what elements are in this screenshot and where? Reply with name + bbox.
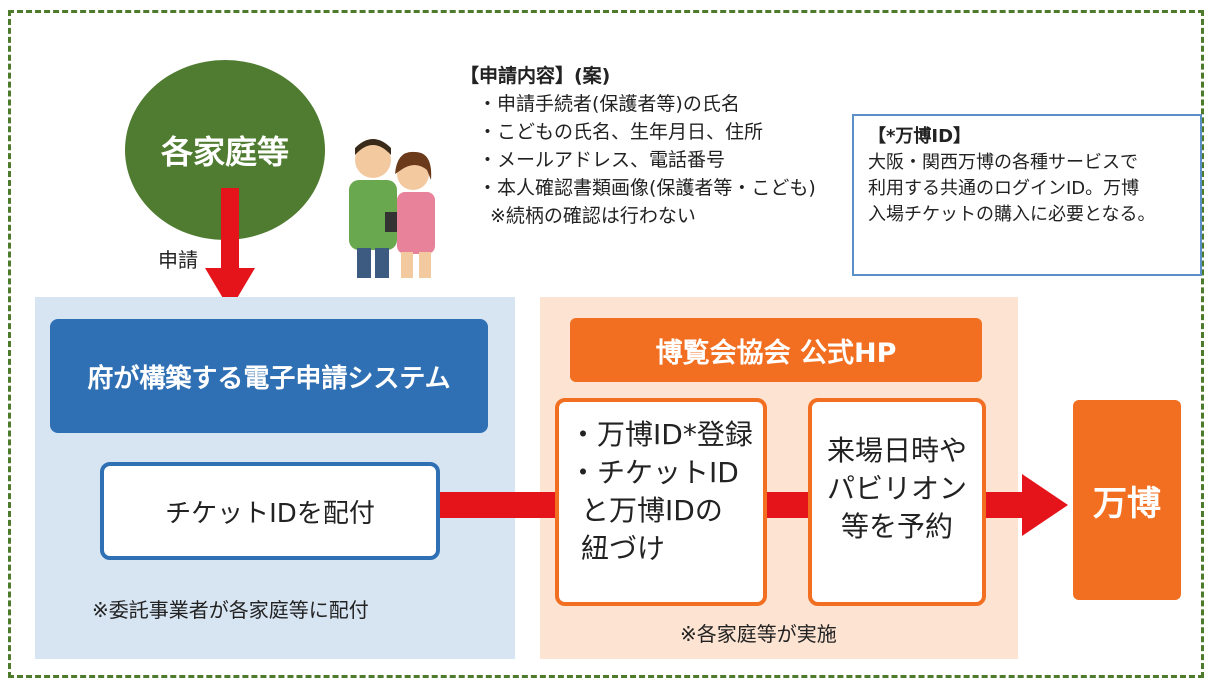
expo-id-info-box: 【*万博ID】 大阪・関西万博の各種サービスで 利用する共通のログインID。万博… — [852, 114, 1202, 276]
prefecture-system-title-text: 府が構築する電子申請システム — [87, 363, 451, 394]
application-note: ※続柄の確認は行わない — [490, 205, 696, 227]
expo-id-line: 大阪・関西万博の各種サービスで — [868, 152, 1138, 173]
flow-arrow-segment — [767, 492, 808, 518]
reservation-line: パビリオン — [826, 472, 967, 505]
association-title: 博覧会協会 公式HP — [570, 318, 982, 382]
reservation-box: 来場日時や パビリオン 等を予約 — [808, 398, 986, 606]
flow-arrow-segment — [440, 492, 555, 518]
dashed-frame — [8, 10, 1204, 678]
application-content: 【申請内容】(案) ・申請手続者(保護者等)の氏名 ・こどもの氏名、生年月日、住… — [460, 62, 816, 230]
household-label: 各家庭等 — [160, 133, 289, 171]
application-item: ・こどもの氏名、生年月日、住所 — [478, 121, 764, 143]
prefecture-system-title: 府が構築する電子申請システム — [50, 319, 488, 433]
ticket-id-box: チケットIDを配付 — [100, 462, 440, 560]
expo-label: 万博 — [1093, 483, 1161, 524]
expo-id-line: 利用する共通のログインID。万博 — [868, 178, 1140, 199]
registration-line: 紐づけ — [581, 532, 666, 565]
registration-line: ・チケットID — [569, 456, 739, 489]
flow-arrow-segment — [986, 492, 1024, 518]
application-content-heading: 【申請内容】(案) — [460, 65, 611, 87]
registration-box: ・万博ID*登録 ・チケットID と万博IDの 紐づけ — [555, 398, 767, 606]
implementation-note: ※各家庭等が実施 — [680, 622, 837, 646]
application-item: ・申請手続者(保護者等)の氏名 — [478, 93, 740, 115]
application-item: ・本人確認書類画像(保護者等・こども) — [478, 177, 816, 199]
ticket-id-text: チケットIDを配付 — [165, 498, 375, 529]
expo-box: 万博 — [1073, 400, 1181, 600]
reservation-line: 来場日時や — [826, 434, 967, 467]
apply-arrow-shaft — [221, 188, 239, 270]
expo-id-title: 【*万博ID】 — [868, 126, 972, 147]
registration-line: と万博IDの — [581, 494, 723, 527]
application-item: ・メールアドレス、電話番号 — [478, 149, 726, 171]
expo-id-line: 入場チケットの購入に必要となる。 — [868, 204, 1156, 225]
association-title-text: 博覧会協会 公式HP — [655, 337, 897, 369]
reservation-line: 等を予約 — [840, 510, 953, 543]
parent-child-illustration — [349, 139, 435, 278]
apply-label: 申請 — [158, 248, 198, 272]
flow-arrow-head — [1022, 474, 1068, 536]
registration-line: ・万博ID*登録 — [569, 418, 753, 451]
distribution-note: ※委託事業者が各家庭等に配付 — [92, 598, 369, 622]
